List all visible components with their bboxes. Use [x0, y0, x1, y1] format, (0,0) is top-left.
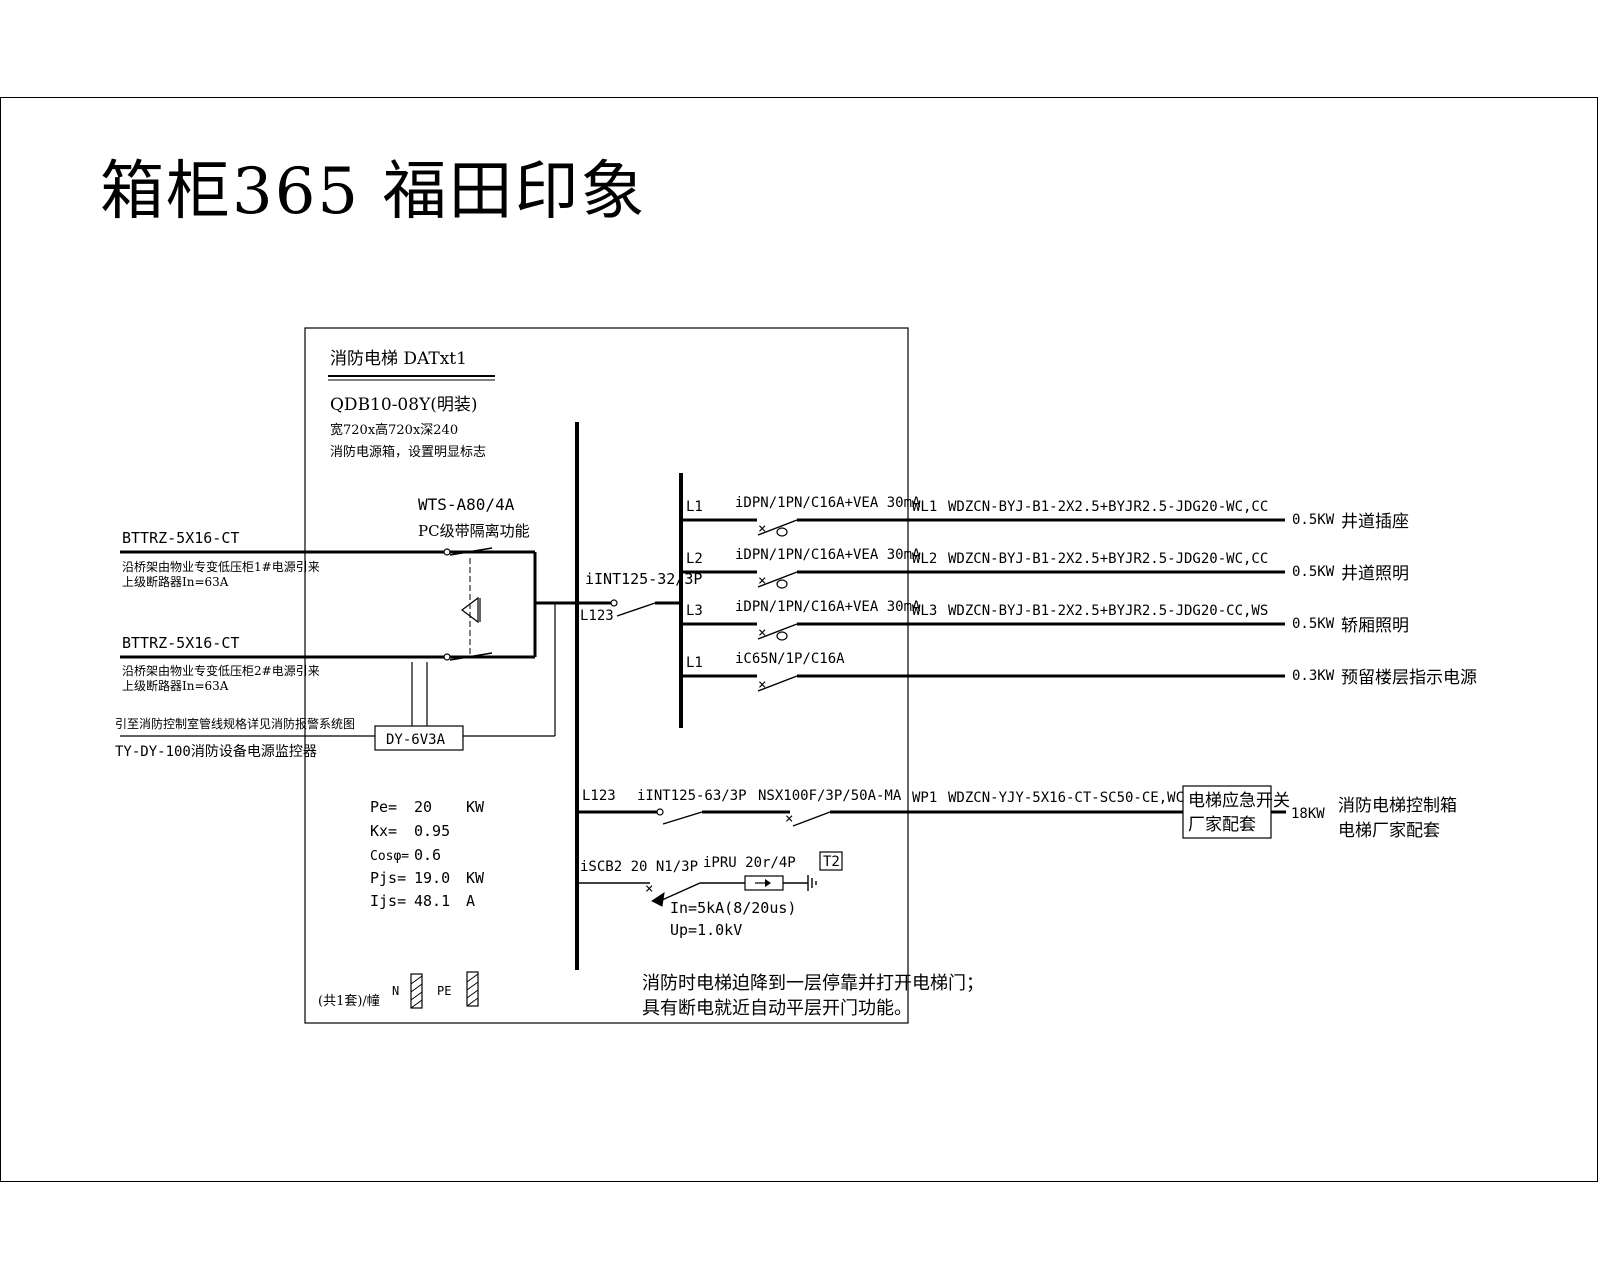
- panel-name: 消防电梯 DATxt1: [330, 349, 467, 369]
- circuit-1-load: 井道插座: [1341, 512, 1409, 532]
- circuit-1-power: 0.5KW: [1292, 512, 1335, 528]
- elevator-code: WP1: [912, 790, 937, 806]
- spd: iSCB2 20 N1/3P iPRU 20r/4P T2 × In=5kA(8…: [577, 851, 843, 939]
- circuit-4-phase: L1: [686, 655, 703, 671]
- elevator-feeder: L123 iINT125-63/3P NSX100F/3P/50A-MA × W…: [577, 785, 1457, 841]
- circuit-3-power: 0.5KW: [1292, 616, 1335, 632]
- monitor-line-1: 引至消防控制室管线规格详见消防报警系统图: [115, 716, 355, 731]
- dy-box-label: DY-6V3A: [386, 732, 446, 748]
- dy-box: [374, 725, 464, 751]
- incoming-1-breaker: 上级断路器In=63A: [122, 574, 229, 589]
- elevator-isolator: iINT125-63/3P: [637, 788, 747, 804]
- panel-dims: 宽720x高720x深240: [330, 422, 458, 438]
- circuit-2-breaker: iDPN/1PN/C16A+VEA 30mA: [735, 547, 921, 563]
- elevator-phase: L123: [582, 788, 616, 804]
- calc-pe-unit: KW: [466, 798, 485, 816]
- main-breaker-label: iINT125-32/3P: [585, 570, 702, 588]
- calc-pe-label: Pe=: [370, 798, 397, 816]
- spd-tag: T2: [823, 854, 840, 870]
- elevator-load-1: 消防电梯控制箱: [1338, 796, 1457, 816]
- circuit-4-breaker: iC65N/1P/C16A: [735, 651, 845, 667]
- n-bar-icon: [410, 973, 423, 1009]
- circuit-3-breaker: iDPN/1PN/C16A+VEA 30mA: [735, 599, 921, 615]
- ats-label: WTS-A80/4A: [418, 495, 515, 514]
- emergency-switch-label: 电梯应急开关: [1188, 791, 1290, 811]
- calc-cos-label: Cosφ=: [370, 849, 409, 864]
- incoming-1-cable: BTTRZ-5X16-CT: [122, 529, 239, 547]
- circuit-1-code: WL1: [912, 499, 937, 515]
- calc-pjs-label: Pjs=: [370, 869, 406, 887]
- panel-quantity: (共1套)/幢: [318, 993, 380, 1009]
- calc-pe-value: 20: [414, 798, 432, 816]
- remark-line-2: 具有断电就近自动平层开门功能。: [642, 998, 912, 1019]
- emergency-switch-box: [1182, 785, 1272, 839]
- incoming-2-cable: BTTRZ-5X16-CT: [122, 634, 239, 652]
- n-bar-label: N: [392, 984, 399, 998]
- incoming-1-desc: 沿桥架由物业专变低压柜1#电源引来: [122, 559, 320, 574]
- calc-ijs-value: 48.1: [414, 892, 450, 910]
- drawing-frame: [0, 97, 1598, 1182]
- circuit-3: L3 iDPN/1PN/C16A+VEA 30mA × WL3 WDZCN-BY…: [681, 599, 1409, 641]
- circuit-1-cable: WDZCN-BYJ-B1-2X2.5+BYJR2.5-JDG20-WC,CC: [948, 499, 1268, 515]
- circuit-1-breaker-x: ×: [758, 521, 766, 537]
- circuit-2-phase: L2: [686, 551, 703, 567]
- panel-model: QDB10-08Y(明装): [330, 395, 478, 415]
- main-breaker-phase: L123: [580, 608, 614, 624]
- incoming-2-desc: 沿桥架由物业专变低压柜2#电源引来: [122, 663, 320, 678]
- incoming-2: BTTRZ-5X16-CT 沿桥架由物业专变低压柜2#电源引来 上级断路器In=…: [120, 634, 535, 693]
- remark-line-1: 消防时电梯迫降到一层停靠并打开电梯门；: [642, 973, 984, 994]
- elevator-load-2: 电梯厂家配套: [1338, 821, 1440, 841]
- elevator-power: 18KW: [1291, 806, 1325, 822]
- elevator-cable: WDZCN-YJY-5X16-CT-SC50-CE,WC: [948, 790, 1184, 806]
- calc-ijs-label: Ijs=: [370, 892, 406, 910]
- ats-desc: PC级带隔离功能: [418, 522, 530, 540]
- elevator-breaker: NSX100F/3P/50A-MA: [758, 788, 902, 804]
- circuit-2-breaker-x: ×: [758, 573, 766, 589]
- circuit-1-breaker: iDPN/1PN/C16A+VEA 30mA: [735, 495, 921, 511]
- ats-switch: [120, 547, 577, 737]
- spd-in-rating: In=5kA(8/20us): [670, 899, 796, 917]
- circuit-3-cable: WDZCN-BYJ-B1-2X2.5+BYJR2.5-JDG20-CC,WS: [948, 603, 1268, 619]
- elevator-breaker-x: ×: [785, 811, 793, 827]
- drawing-title: 箱柜365 福田印象: [100, 155, 647, 229]
- calc-pjs-unit: KW: [466, 869, 485, 887]
- circuit-2-code: WL2: [912, 551, 937, 567]
- load-calculation: Pe= 20 KW Kx= 0.95 Cosφ= 0.6 Pjs= 19.0 K…: [370, 798, 485, 910]
- circuit-3-load: 轿厢照明: [1341, 616, 1409, 636]
- spd-device: iPRU 20r/4P: [703, 855, 796, 871]
- spd-breaker: iSCB2 20 N1/3P: [580, 859, 698, 875]
- circuit-3-breaker-x: ×: [758, 625, 766, 641]
- circuit-4-power: 0.3KW: [1292, 668, 1335, 684]
- spd-breaker-x: ×: [645, 881, 653, 897]
- incoming-2-breaker: 上级断路器In=63A: [122, 678, 229, 693]
- circuit-3-code: WL3: [912, 603, 937, 619]
- circuit-1-phase: L1: [686, 499, 703, 515]
- circuit-2: L2 iDPN/1PN/C16A+VEA 30mA × WL2 WDZCN-BY…: [681, 547, 1409, 589]
- spd-tag-box: [819, 851, 843, 871]
- circuit-4-load: 预留楼层指示电源: [1341, 668, 1477, 688]
- calc-kx-label: Kx=: [370, 822, 397, 840]
- monitor-line-2: TY-DY-100消防设备电源监控器: [115, 743, 317, 760]
- spd-up-rating: Up=1.0kV: [670, 921, 742, 939]
- calc-pjs-value: 19.0: [414, 869, 450, 887]
- circuit-4-breaker-x: ×: [758, 677, 766, 693]
- panel-note: 消防电源箱，设置明显标志: [330, 444, 486, 460]
- main-breaker: [577, 599, 681, 617]
- circuit-2-cable: WDZCN-BYJ-B1-2X2.5+BYJR2.5-JDG20-WC,CC: [948, 551, 1268, 567]
- calc-kx-value: 0.95: [414, 822, 450, 840]
- calc-cos-value: 0.6: [414, 846, 441, 864]
- circuit-3-phase: L3: [686, 603, 703, 619]
- pe-bar-icon: [466, 971, 479, 1007]
- circuit-2-power: 0.5KW: [1292, 564, 1335, 580]
- emergency-switch-supplier: 厂家配套: [1188, 815, 1256, 835]
- calc-ijs-unit: A: [466, 892, 475, 910]
- pe-bar-label: PE: [437, 984, 451, 998]
- circuit-4: L1 iC65N/1P/C16A × 0.3KW 预留楼层指示电源: [681, 651, 1477, 693]
- circuit-2-load: 井道照明: [1341, 564, 1409, 584]
- circuit-1: L1 iDPN/1PN/C16A+VEA 30mA × WL1 WDZCN-BY…: [681, 495, 1409, 537]
